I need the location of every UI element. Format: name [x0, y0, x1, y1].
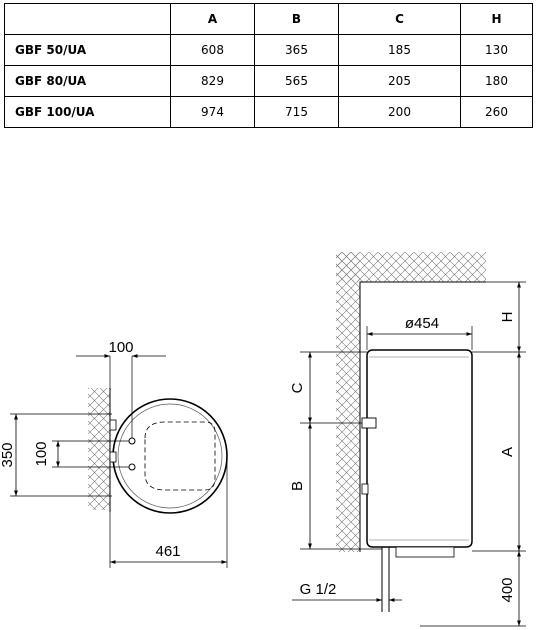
header-c: C	[338, 3, 461, 35]
inlet-pipe-dot	[128, 437, 136, 445]
tank-inner-circle	[117, 403, 223, 509]
table-row: GBF 50/UA 608 365 185 130	[4, 34, 533, 66]
mount-bracket	[109, 451, 117, 463]
table-row: GBF 80/UA 829 565 205 180	[4, 65, 533, 97]
cell-c: 200	[338, 96, 461, 128]
wall-bracket	[361, 417, 377, 429]
dim-label-b: B	[289, 481, 306, 491]
model-name: GBF 50/UA	[4, 34, 171, 66]
cell-a: 608	[170, 34, 255, 66]
dim-label-diameter: ø454	[405, 315, 439, 332]
dim-label-bottom: 461	[155, 543, 180, 560]
bottom-cover	[395, 546, 455, 558]
cell-b: 565	[254, 65, 339, 97]
dim-label-thread: G 1/2	[300, 581, 337, 598]
flange-hidden-outline	[144, 421, 216, 491]
cell-h: 260	[460, 96, 533, 128]
dim-label-left-inner: 100	[33, 441, 50, 466]
top-view: 100 350 100 461	[0, 339, 228, 568]
table-row: GBF 100/UA 974 715 200 260	[4, 96, 533, 128]
dimensions-table: A B C H GBF 50/UA 608 365 185 130 GBF 80…	[4, 3, 533, 128]
dim-label-bottom-clearance: 400	[499, 577, 516, 602]
outlet-pipe-dot	[128, 463, 136, 471]
wall-hatch	[88, 388, 110, 510]
dim-label-top: 100	[108, 339, 133, 356]
dim-label-left-outer: 350	[0, 442, 16, 467]
wall-hatch	[336, 252, 360, 552]
cell-a: 974	[170, 96, 255, 128]
model-name: GBF 80/UA	[4, 65, 171, 97]
cell-b: 715	[254, 96, 339, 128]
tank-body	[366, 349, 473, 548]
header-b: B	[254, 3, 339, 35]
ceiling-hatch	[336, 252, 486, 282]
mount-bracket	[109, 419, 117, 431]
side-view: ø454 H A 400 C B G 1/2	[289, 252, 526, 627]
wall-line	[359, 281, 486, 552]
tank-outer-circle	[112, 398, 228, 514]
dim-label-c: C	[289, 382, 306, 393]
dim-label-h: H	[499, 312, 516, 323]
cell-c: 185	[338, 34, 461, 66]
wall-bracket-lower	[361, 483, 369, 495]
cell-b: 365	[254, 34, 339, 66]
cell-c: 205	[338, 65, 461, 97]
header-h: H	[460, 3, 533, 35]
dim-label-a: A	[499, 447, 516, 457]
